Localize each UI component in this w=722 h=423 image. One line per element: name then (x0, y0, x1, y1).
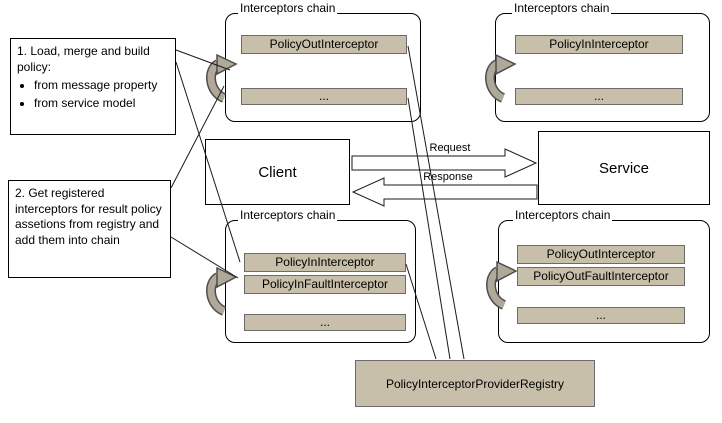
note-bullet: from message property (34, 78, 169, 94)
interceptor-more-box: ... (515, 88, 683, 105)
policy-interceptor-provider-registry-node: PolicyInterceptorProviderRegistry (355, 360, 595, 407)
interceptor-box: PolicyInInterceptor (515, 35, 683, 54)
interceptor-more-box: ... (244, 314, 406, 331)
note-load-merge-policy: 1. Load, merge and build policy: from me… (10, 38, 176, 135)
service-node: Service (538, 131, 710, 205)
request-arrow (351, 148, 538, 178)
chain-label: Interceptors chain (238, 208, 338, 222)
chain-label: Interceptors chain (238, 1, 338, 15)
interceptor-box: PolicyInInterceptor (244, 253, 406, 272)
interceptor-box: PolicyInFaultInterceptor (244, 275, 406, 294)
interceptor-chain-service-in: Interceptors chain PolicyInInterceptor .… (485, 1, 710, 122)
response-label: Response (423, 171, 473, 183)
response-arrow (351, 177, 538, 207)
chain-label: Interceptors chain (513, 208, 613, 222)
curved-arrow-icon (206, 53, 238, 103)
note-get-registered-interceptors: 2. Get registered interceptors for resul… (8, 180, 171, 278)
curved-arrow-icon (206, 266, 238, 316)
note-bullet: from service model (34, 96, 169, 112)
curved-arrow-icon (485, 53, 517, 103)
interceptor-chain-service-out: Interceptors chain PolicyOutInterceptor … (486, 208, 710, 343)
chain-label: Interceptors chain (512, 1, 612, 15)
interceptor-box: PolicyOutFaultInterceptor (517, 267, 685, 286)
interceptor-box: PolicyOutInterceptor (241, 35, 407, 54)
request-label: Request (429, 142, 471, 154)
interceptor-chain-client-in: Interceptors chain PolicyInInterceptor P… (206, 208, 416, 343)
note-title: 1. Load, merge and build policy: (17, 44, 150, 74)
interceptor-more-box: ... (241, 88, 407, 105)
interceptor-chain-client-out: Interceptors chain PolicyOutInterceptor … (206, 1, 421, 122)
note-bullet-list: from message property from service model (34, 78, 169, 111)
curved-arrow-icon (486, 260, 518, 310)
interceptor-box: PolicyOutInterceptor (517, 245, 685, 264)
interceptor-more-box: ... (517, 307, 685, 324)
client-node: Client (205, 139, 350, 205)
